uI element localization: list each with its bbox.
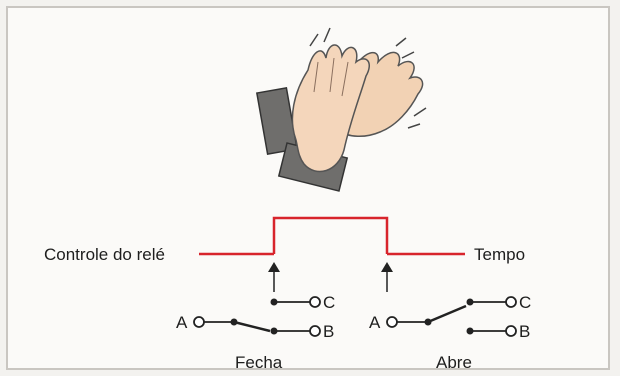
terminal-b-right: B bbox=[519, 322, 530, 341]
switch-closed bbox=[193, 296, 321, 337]
terminal-a-right: A bbox=[369, 313, 381, 332]
clapping-hands-icon bbox=[255, 27, 427, 192]
relay-control-signal bbox=[199, 216, 465, 256]
diagram-frame bbox=[6, 6, 610, 370]
terminal-c-right: C bbox=[519, 293, 531, 312]
switch-open bbox=[386, 296, 517, 337]
terminal-b-left: B bbox=[323, 322, 334, 341]
switch-open-label: Abre bbox=[436, 353, 472, 372]
terminal-a-left: A bbox=[176, 313, 188, 332]
rise-arrow bbox=[268, 262, 280, 292]
signal-left-label: Controle do relé bbox=[44, 245, 165, 264]
terminal-c-left: C bbox=[323, 293, 335, 312]
fall-arrow bbox=[381, 262, 393, 292]
signal-right-label: Tempo bbox=[474, 245, 525, 264]
switch-close-label: Fecha bbox=[235, 353, 283, 372]
